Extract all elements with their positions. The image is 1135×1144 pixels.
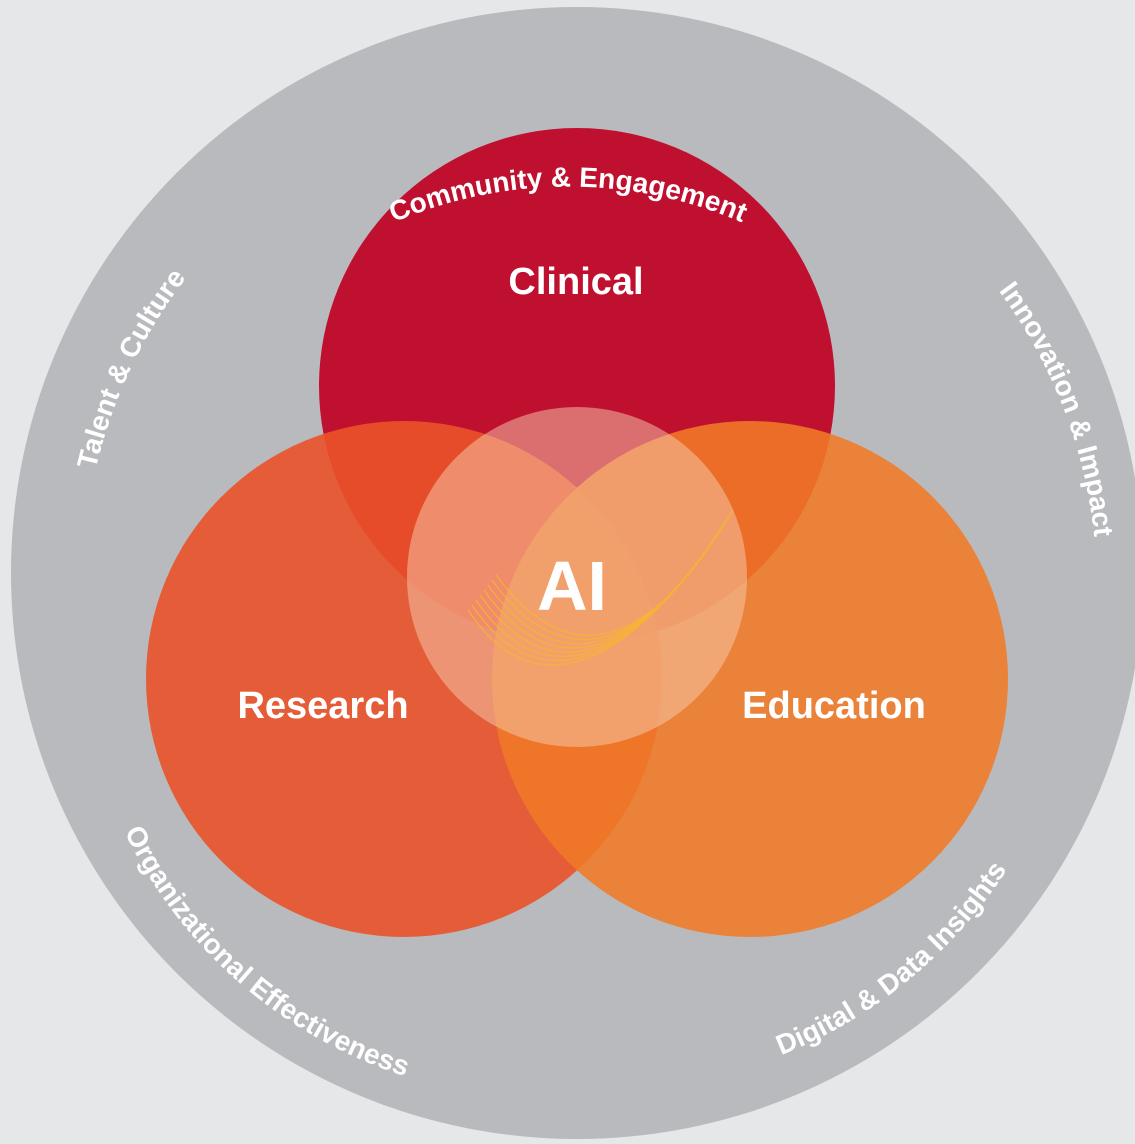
research-label: Research	[237, 685, 408, 727]
wave-lines	[467, 506, 736, 666]
ai-label: AI	[537, 547, 607, 625]
ai-center-circle	[407, 407, 747, 747]
education-label: Education	[742, 685, 926, 727]
clinical-label: Clinical	[508, 261, 643, 303]
